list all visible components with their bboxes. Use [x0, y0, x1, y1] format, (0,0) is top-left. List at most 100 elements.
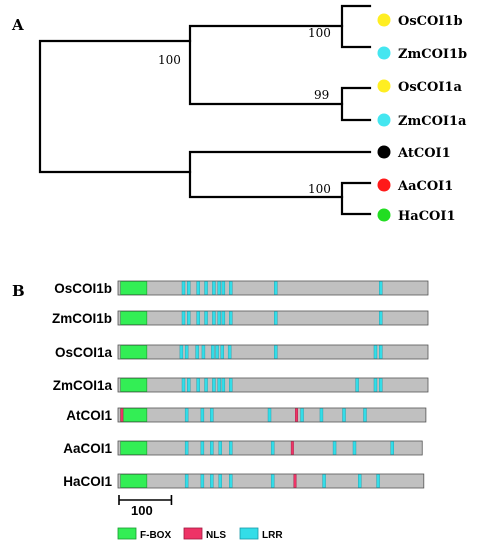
lrr-motif [221, 281, 226, 295]
lrr-motif [390, 441, 394, 455]
lrr-motif [220, 345, 225, 359]
panel-a-letter: A [11, 16, 24, 34]
lrr-motif [352, 441, 357, 455]
nls-motif [295, 408, 298, 422]
scale-bar-label: 100 [131, 503, 153, 518]
lrr-motif [204, 281, 208, 295]
lrr-motif [221, 311, 226, 325]
scale-bar: 100 [118, 495, 173, 518]
legend-label: F-BOX [140, 530, 171, 541]
legend-swatch [117, 527, 137, 540]
bootstrap-value: 100 [308, 182, 331, 196]
lrr-motif [217, 281, 221, 295]
lrr-motif [376, 474, 380, 488]
lrr-motif [218, 474, 222, 488]
lrr-motif [229, 311, 233, 325]
lrr-motif [358, 474, 362, 488]
protein-bar [117, 310, 429, 326]
taxon-marker [377, 13, 391, 27]
lrr-motif [218, 441, 222, 455]
lrr-motif [204, 378, 208, 392]
taxon-marker [377, 46, 391, 60]
lrr-motif [212, 311, 216, 325]
lrr-motif [187, 281, 191, 295]
protein-bar [117, 407, 427, 423]
taxon-marker [377, 113, 391, 127]
tree-branch-a-pair [340, 86, 372, 122]
fbox-domain [120, 281, 148, 295]
tree-branch-upper-clade [188, 24, 344, 106]
protein-name: AtCOI1 [66, 408, 112, 423]
lrr-motif [379, 281, 383, 295]
lrr-motif [229, 474, 233, 488]
taxon-label: ZmCOI1b [398, 47, 467, 62]
lrr-motif [196, 311, 200, 325]
lrr-motif [229, 441, 233, 455]
taxon-label: AaCOI1 [397, 179, 453, 194]
lrr-motif [211, 345, 215, 359]
fbox-domain [120, 441, 148, 455]
legend-label: LRR [262, 530, 283, 541]
fbox-domain [120, 474, 148, 488]
fbox-domain [120, 378, 148, 392]
lrr-motif [215, 345, 219, 359]
lrr-motif [196, 378, 200, 392]
lrr-motif [379, 378, 383, 392]
lrr-motif [373, 345, 378, 359]
domain-architecture: OsCOI1bZmCOI1bOsCOI1aZmCOI1aAtCOI1AaCOI1… [52, 280, 429, 489]
taxon-label: OsCOI1b [398, 14, 463, 29]
panel-b-letter: B [12, 282, 25, 300]
nls-motif [120, 408, 124, 422]
fbox-domain [120, 408, 148, 422]
lrr-motif [379, 345, 383, 359]
taxon-label: HaCOI1 [398, 209, 456, 224]
protein-name: HaCOI1 [63, 474, 112, 489]
protein-name: ZmCOI1b [52, 311, 112, 326]
lrr-motif [187, 378, 191, 392]
taxon-marker [377, 145, 391, 159]
phylogenetic-tree [38, 4, 372, 216]
protein-name: OsCOI1a [55, 345, 113, 360]
taxon-label: ZmCOI1a [398, 114, 467, 129]
lrr-motif [210, 441, 214, 455]
tree-branch-lower-clade [188, 150, 372, 199]
lrr-motif [229, 281, 233, 295]
lrr-motif [274, 345, 278, 359]
lrr-motif [217, 311, 221, 325]
taxon-label: AtCOI1 [397, 146, 451, 161]
bootstrap-value: 100 [158, 53, 181, 67]
protein-name: ZmCOI1a [53, 378, 113, 393]
taxon-marker [377, 208, 391, 222]
legend-swatch [183, 527, 203, 540]
lrr-motif [184, 474, 189, 488]
lrr-motif [181, 378, 186, 392]
lrr-motif [204, 311, 208, 325]
fbox-domain [120, 345, 148, 359]
lrr-motif [200, 474, 205, 488]
lrr-motif [300, 408, 304, 422]
domain-legend: F-BOX NLS LRR [117, 527, 283, 541]
tree-branch-dicot-pair [340, 181, 372, 216]
lrr-motif [221, 378, 226, 392]
lrr-motif [184, 441, 189, 455]
lrr-motif [373, 378, 378, 392]
lrr-motif [200, 408, 205, 422]
lrr-motif [332, 441, 337, 455]
lrr-motif [201, 345, 206, 359]
lrr-motif [267, 408, 272, 422]
legend-label: NLS [206, 530, 226, 541]
lrr-motif [195, 345, 199, 359]
protein-name: OsCOI1b [54, 281, 112, 296]
lrr-motif [363, 408, 367, 422]
lrr-motif [212, 378, 216, 392]
lrr-motif [270, 474, 275, 488]
lrr-motif [210, 474, 214, 488]
lrr-motif [196, 281, 200, 295]
lrr-motif [181, 281, 186, 295]
lrr-motif [179, 345, 184, 359]
legend-swatch [239, 527, 259, 540]
nls-motif [290, 441, 294, 455]
lrr-motif [229, 378, 233, 392]
lrr-motif [184, 345, 189, 359]
